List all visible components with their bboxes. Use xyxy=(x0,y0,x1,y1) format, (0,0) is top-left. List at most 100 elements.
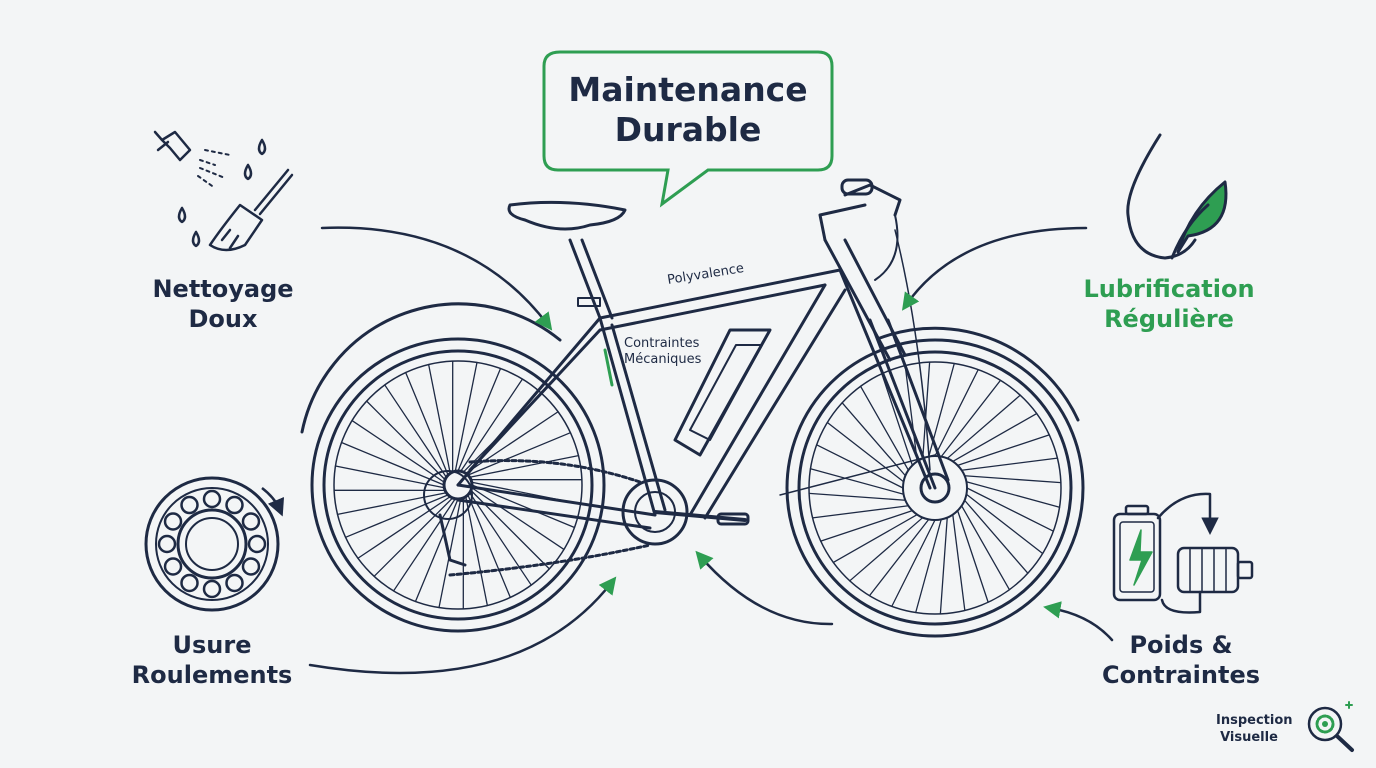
title-line2: Durable xyxy=(614,110,762,149)
wheel-spoke xyxy=(820,509,914,542)
arrow-usure xyxy=(308,576,617,675)
wheel-spoke xyxy=(467,494,511,599)
wheel-spoke xyxy=(815,444,904,489)
wheel-spoke xyxy=(344,494,449,538)
page-title: Maintenance Durable xyxy=(548,70,828,150)
polyvalence-label: Polyvalence xyxy=(666,261,745,288)
bearing-ball xyxy=(241,512,261,531)
wheel-spoke xyxy=(963,475,1062,484)
label-poids: Poids & Contraintes xyxy=(1090,630,1272,690)
bearing-icon xyxy=(144,476,285,612)
wheel-spoke xyxy=(963,499,1029,574)
wheel-spoke xyxy=(966,487,1055,532)
bearing-ball xyxy=(225,495,244,515)
wheel-spoke xyxy=(859,385,910,471)
wheel-spoke xyxy=(467,432,572,476)
wheel-spoke xyxy=(939,516,948,615)
wheel-spoke xyxy=(952,412,1038,463)
wheel-spoke xyxy=(826,421,905,483)
inspection-visuelle-label: Inspection Visuelle xyxy=(1216,712,1293,746)
wheel-spoke xyxy=(336,492,448,516)
wheel-spoke xyxy=(468,492,532,586)
label-usure-line2: Roulements xyxy=(131,661,293,689)
label-nettoyage-line2: Doux xyxy=(188,305,258,333)
bearing-ball xyxy=(157,534,177,554)
label-lubrification-line2: Régulière xyxy=(1104,305,1234,333)
bearing-ball xyxy=(247,534,267,554)
wheel-spoke xyxy=(960,457,1059,471)
wheel-spoke xyxy=(922,361,931,460)
label-usure: Usure Roulements xyxy=(122,630,302,690)
spray-brush-icon xyxy=(153,130,294,252)
wheel-spoke xyxy=(946,394,1021,460)
inspection-line1: Inspection xyxy=(1216,713,1293,728)
wheel-spoke xyxy=(454,361,478,472)
wheel-spoke xyxy=(468,454,580,478)
wheel-spoke xyxy=(373,497,454,577)
bearing-ball xyxy=(163,557,183,576)
wheel-spoke xyxy=(960,505,1011,591)
wheel-spoke xyxy=(427,363,451,475)
wheel-spoke xyxy=(965,493,1044,555)
wheel-spoke xyxy=(915,518,942,614)
frame-green-accent xyxy=(603,348,614,387)
bearing-ball xyxy=(202,579,222,599)
label-usure-line1: Usure xyxy=(172,631,252,659)
wheel-spoke xyxy=(841,402,907,477)
label-lubrification: Lubrification Régulière xyxy=(1076,274,1262,334)
wheel-spoke xyxy=(952,513,966,612)
arrow-nettoyage xyxy=(320,226,553,331)
wheel-spoke xyxy=(934,368,979,457)
label-poids-line2: Contraintes xyxy=(1101,661,1261,689)
wheel-spoke xyxy=(956,509,989,603)
bearing-ball xyxy=(180,495,199,515)
drop-leaf-icon xyxy=(1126,133,1228,260)
bearing-ball xyxy=(225,573,244,593)
arrow-poids xyxy=(1043,601,1114,642)
wheel-spoke xyxy=(471,484,576,529)
wheel-spoke xyxy=(868,518,930,597)
wheel-spoke xyxy=(366,400,446,481)
rear-wheel xyxy=(300,302,606,633)
inspection-line2: Visuelle xyxy=(1220,730,1278,745)
wheel-spoke xyxy=(334,465,445,489)
wheel-spoke xyxy=(940,379,1002,458)
label-poids-line1: Poids & xyxy=(1129,631,1233,659)
wheel-spoke xyxy=(832,513,918,564)
ebike-illustration xyxy=(300,178,1085,638)
wheel-spoke xyxy=(849,516,924,582)
bearing-ball xyxy=(163,512,183,531)
wheel-spoke xyxy=(465,411,559,475)
wheel-spoke xyxy=(965,481,1061,508)
bearing-ball xyxy=(180,573,199,593)
bearing-ball xyxy=(202,489,222,509)
contraintes-line1: Contraintes xyxy=(624,336,700,351)
wheel-spoke xyxy=(384,384,448,478)
wheel-spoke xyxy=(956,434,1050,467)
connector-arrows xyxy=(308,226,1114,675)
wheel-spoke xyxy=(891,519,936,608)
battery-motor-icon xyxy=(1112,492,1254,614)
wheel-spoke xyxy=(465,495,489,607)
wheel-spoke xyxy=(457,367,502,472)
bearing-ball xyxy=(241,557,261,576)
title-line1: Maintenance xyxy=(568,70,808,109)
contraintes-mecaniques-label: Contraintes Mécaniques xyxy=(624,336,701,368)
label-nettoyage: Nettoyage Doux xyxy=(130,274,316,334)
wheel-spoke xyxy=(904,364,918,463)
bike-frame xyxy=(423,178,950,577)
wheel-spoke xyxy=(357,495,451,559)
arrow-crank xyxy=(695,550,834,626)
wheel-spoke xyxy=(460,378,524,472)
arrow-lubrification xyxy=(901,226,1088,311)
wheel-spoke xyxy=(414,498,459,603)
wheel-spoke xyxy=(809,468,905,495)
wheel-spoke xyxy=(881,373,914,467)
label-nettoyage-line1: Nettoyage xyxy=(152,275,294,303)
wheel-spoke xyxy=(392,498,456,592)
title-speech-bubble xyxy=(542,50,834,208)
wheel-spoke xyxy=(811,505,910,519)
magnifier-gear-icon xyxy=(1307,701,1354,752)
wheel-spoke xyxy=(471,487,565,551)
